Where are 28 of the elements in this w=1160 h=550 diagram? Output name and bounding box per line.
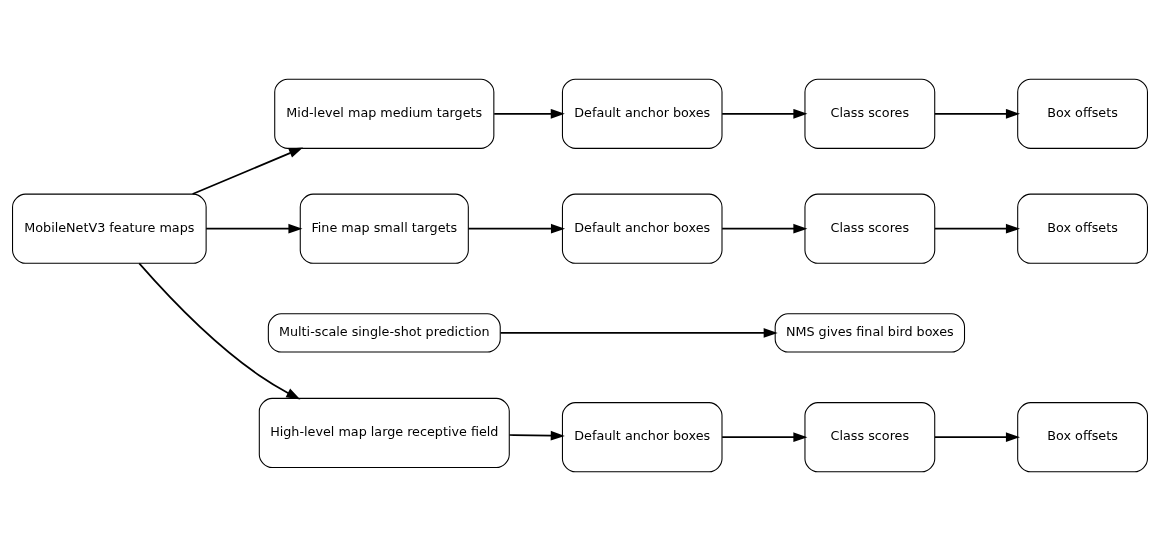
node-box: Default anchor boxes (561, 401, 723, 472)
arrow (721, 223, 808, 234)
node-box: Box offsets (1017, 401, 1148, 472)
node-box: Class scores (804, 193, 936, 264)
arrow (508, 430, 565, 441)
arrow (934, 431, 1020, 442)
node-box: NMS gives final bird boxes (774, 312, 966, 353)
node-box: Mid-level map medium targets (274, 78, 495, 149)
node-box: High-level map large receptive field (258, 397, 510, 468)
node-box: Default anchor boxes (561, 193, 723, 264)
arrow (138, 261, 301, 399)
arrow (467, 223, 565, 234)
node-box: Box offsets (1017, 193, 1148, 264)
arrow (934, 223, 1020, 234)
arrow (721, 431, 808, 442)
node-box: MobileNetV3 feature maps (12, 193, 207, 264)
arrow (934, 108, 1020, 119)
node-box: Default anchor boxes (561, 78, 723, 149)
node-box: Multi-scale single-shot prediction (267, 312, 501, 353)
node-box: Box offsets (1017, 78, 1148, 149)
arrow (205, 223, 303, 234)
arrow (721, 108, 808, 119)
node-box: Fine map small targets (299, 193, 469, 264)
node-box: Class scores (804, 401, 936, 472)
arrow (493, 108, 565, 119)
node-box: Class scores (804, 78, 936, 149)
arrow (499, 327, 778, 338)
arrow (191, 147, 304, 195)
